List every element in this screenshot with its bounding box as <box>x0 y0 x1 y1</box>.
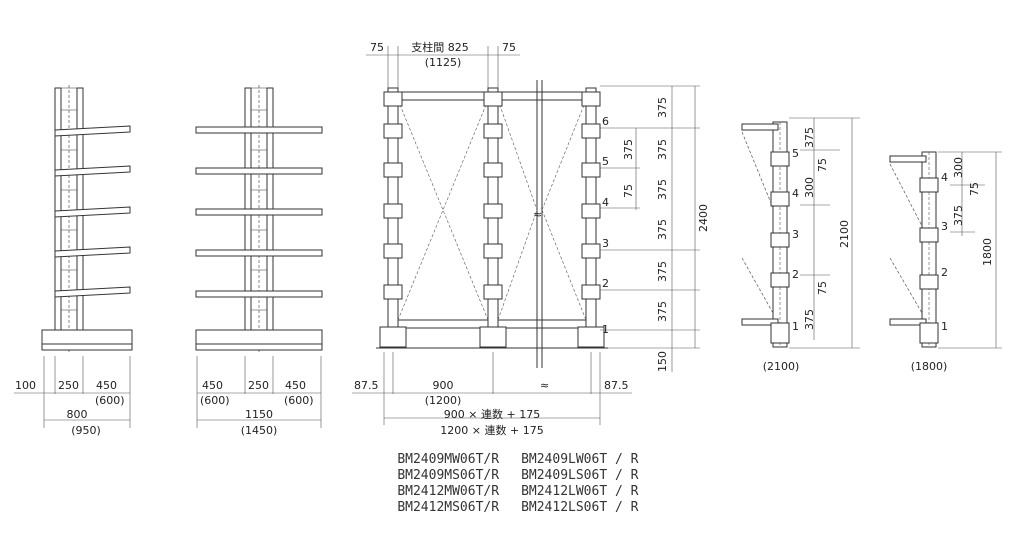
formula-1200: 1200 × 連数 + 175 <box>440 423 543 437</box>
top-dim-right: 75 <box>502 41 516 54</box>
svg-text:300: 300 <box>952 157 965 178</box>
bottom-dim-center-alt: (1200) <box>425 394 462 407</box>
cantilever-arms <box>195 126 323 298</box>
svg-text:2: 2 <box>941 266 948 279</box>
dim-100: 100 <box>15 379 36 392</box>
model-code: BM2409MW06T/R <box>397 452 500 467</box>
level-3: 3 <box>602 237 609 250</box>
bottom-dim-center: 900 <box>433 379 454 392</box>
view-1800: 1 2 3 4 300 75 375 1800 (1800) <box>889 151 1002 373</box>
level-5: 5 <box>602 155 609 168</box>
height-2400: 2400 <box>697 204 710 232</box>
svg-text:375: 375 <box>656 261 669 282</box>
total-width-alt: (1450) <box>241 424 278 437</box>
label-2100: (2100) <box>763 360 800 373</box>
svg-text:375: 375 <box>622 139 635 160</box>
level-6: 6 <box>602 115 609 128</box>
model-code: BM2409LS06T / R <box>521 468 639 483</box>
bottom-dim-left: 87.5 <box>354 379 379 392</box>
view-2100: 1 2 3 5 4 375 75 75 375 300 2100 (2100) <box>741 117 860 373</box>
bottom-dim-right: 87.5 <box>604 379 629 392</box>
level-4: 4 <box>602 196 609 209</box>
model-code: BM2412LS06T / R <box>521 500 639 515</box>
top-dim-center: 支柱間 825 <box>411 40 469 54</box>
total-width: 1150 <box>245 408 273 421</box>
dim-600: (600) <box>95 394 125 407</box>
vertical-dims: 375 375 375 375 375 375 150 375 75 2400 <box>622 97 710 372</box>
svg-text:2: 2 <box>792 268 799 281</box>
model-row: BM2412MW06T/R BM2412LW06T / R <box>330 484 710 500</box>
model-row: BM2409MS06T/R BM2409LS06T / R <box>330 468 710 484</box>
model-list: BM2409MW06T/R BM2409LW06T / R BM2409MS06… <box>330 452 710 516</box>
height-2100: 2100 <box>838 220 851 248</box>
model-row: BM2412MS06T/R BM2412LS06T / R <box>330 500 710 516</box>
top-dim-left: 75 <box>370 41 384 54</box>
arm-plates <box>383 91 601 300</box>
side-view-single: 100 250 450 (600) 800 (950) <box>14 85 133 437</box>
break-mark: ≈ <box>533 208 542 221</box>
svg-text:375: 375 <box>656 97 669 118</box>
cross-bracing <box>397 99 587 321</box>
svg-text:375: 375 <box>952 205 965 226</box>
dim-250: 250 <box>248 379 269 392</box>
front-view: 75 支柱間 825 (1125) 75 ≈ <box>352 40 710 437</box>
svg-text:375: 375 <box>656 301 669 322</box>
svg-text:4: 4 <box>792 187 799 200</box>
base-beam <box>41 329 133 345</box>
cantilever-arms <box>54 125 131 298</box>
bottom-beam <box>397 319 489 329</box>
top-beam <box>397 91 489 101</box>
model-row: BM2409MW06T/R BM2409LW06T / R <box>330 452 710 468</box>
arm-plates <box>919 177 939 344</box>
dim-600-right: (600) <box>284 394 314 407</box>
svg-text:1: 1 <box>941 320 948 333</box>
model-code: BM2412MW06T/R <box>397 484 500 499</box>
base-beam <box>195 329 323 345</box>
formula-900: 900 × 連数 + 175 <box>444 407 540 421</box>
svg-text:375: 375 <box>803 309 816 330</box>
dim-450: 450 <box>96 379 117 392</box>
model-code: BM2409LW06T / R <box>521 452 639 467</box>
total-width-alt: (950) <box>71 424 101 437</box>
column-left-rail <box>54 87 62 351</box>
svg-text:3: 3 <box>792 228 799 241</box>
dim-450-left: 450 <box>202 379 223 392</box>
level-1: 1 <box>602 323 609 336</box>
svg-text:5: 5 <box>792 147 799 160</box>
arm-plates <box>770 151 790 344</box>
svg-text:4: 4 <box>941 171 948 184</box>
label-1800: (1800) <box>911 360 948 373</box>
svg-text:75: 75 <box>816 281 829 295</box>
svg-text:75: 75 <box>968 182 981 196</box>
break-dim-mark: ≈ <box>540 379 549 392</box>
height-1800: 1800 <box>981 238 994 266</box>
level-2: 2 <box>602 277 609 290</box>
svg-text:3: 3 <box>941 220 948 233</box>
column-right-rail <box>76 87 84 351</box>
svg-text:375: 375 <box>656 219 669 240</box>
svg-text:75: 75 <box>622 184 635 198</box>
svg-text:75: 75 <box>816 158 829 172</box>
side-view-double: 450 250 450 (600) (600) 1150 (1450) <box>195 85 323 437</box>
dim-600-left: (600) <box>200 394 230 407</box>
svg-text:1: 1 <box>792 320 799 333</box>
model-code: BM2409MS06T/R <box>397 468 500 483</box>
svg-text:375: 375 <box>656 179 669 200</box>
svg-text:375: 375 <box>803 127 816 148</box>
svg-text:300: 300 <box>803 177 816 198</box>
top-dim-center-alt: (1125) <box>425 56 462 69</box>
dim-450-right: 450 <box>285 379 306 392</box>
svg-text:375: 375 <box>656 139 669 160</box>
total-width: 800 <box>67 408 88 421</box>
dim-250: 250 <box>58 379 79 392</box>
model-code: BM2412MS06T/R <box>397 500 500 515</box>
svg-text:150: 150 <box>656 351 669 372</box>
model-code: BM2412LW06T / R <box>521 484 639 499</box>
